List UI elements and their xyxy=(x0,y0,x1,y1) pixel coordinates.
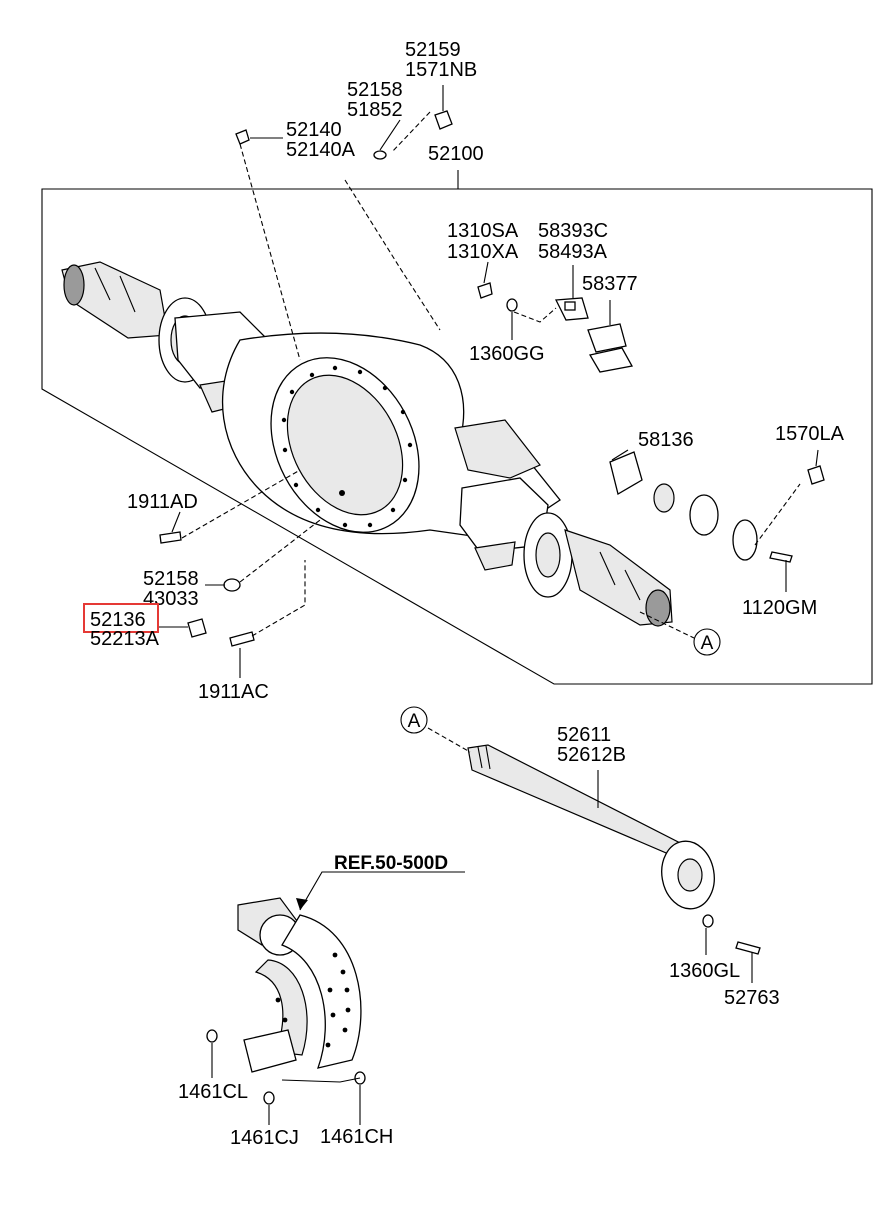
bolt-1120gm xyxy=(769,551,793,563)
callout-a-upper: A xyxy=(693,628,721,656)
fitting-1570la xyxy=(807,465,825,485)
bracket-58393c xyxy=(554,297,589,321)
label-1461cj: 1461CJ xyxy=(230,1127,299,1149)
label-52158-low: 52158 xyxy=(143,568,199,590)
axle-housing xyxy=(61,261,673,627)
label-52136[interactable]: 52136 xyxy=(90,609,146,631)
gasket-58136 xyxy=(609,451,758,561)
label-52100: 52100 xyxy=(428,143,484,165)
label-1911ad: 1911AD xyxy=(127,491,198,513)
brake-shoe xyxy=(206,897,366,1105)
label-43033: 43033 xyxy=(143,588,199,610)
label-52159: 52159 xyxy=(405,39,461,61)
leader-lines xyxy=(158,85,819,1125)
label-58393c: 58393C xyxy=(538,220,608,242)
drain-plug-52159 xyxy=(434,110,453,130)
plug-52136 xyxy=(187,618,207,638)
label-1911ac: 1911AC xyxy=(198,681,269,703)
label-52763: 52763 xyxy=(724,987,780,1009)
washer-52158-low xyxy=(223,578,241,592)
label-1461cl: 1461CL xyxy=(178,1081,248,1103)
highlight-box xyxy=(83,603,159,633)
svg-text:A: A xyxy=(701,633,714,654)
clip-58377 xyxy=(587,323,634,373)
label-1310sa: 1310SA xyxy=(447,220,519,242)
axle-shaft xyxy=(467,744,761,955)
label-1571nb: 1571NB xyxy=(405,59,477,81)
bolt-1911ad xyxy=(159,531,182,544)
washer-52158-top xyxy=(373,150,387,160)
label-52158-top: 52158 xyxy=(347,79,403,101)
label-58493a: 58493A xyxy=(538,241,608,263)
label-52611: 52611 xyxy=(557,724,611,746)
label-58377: 58377 xyxy=(582,273,638,295)
label-1570la: 1570LA xyxy=(775,423,845,445)
label-52612b: 52612B xyxy=(557,744,626,766)
label-1461ch: 1461CH xyxy=(320,1126,393,1148)
label-52140a: 52140A xyxy=(286,139,356,161)
breather-52140 xyxy=(235,129,250,145)
washer-1360gg xyxy=(506,298,518,312)
callout-a-lower: A xyxy=(400,706,428,734)
svg-text:A: A xyxy=(408,711,421,732)
label-52140: 52140 xyxy=(286,119,342,141)
label-52213a: 52213A xyxy=(90,628,160,650)
label-1360gg: 1360GG xyxy=(469,343,545,365)
nut-1310sa xyxy=(477,282,493,299)
label-1360gl: 1360GL xyxy=(669,960,740,982)
label-58136: 58136 xyxy=(638,429,694,451)
assembly-frame xyxy=(41,188,873,685)
label-1120gm: 1120GM xyxy=(742,597,817,619)
label-51852: 51852 xyxy=(347,99,403,121)
label-ref-50-500d: REF.50-500D xyxy=(334,853,448,874)
bolt-1911ac xyxy=(229,631,255,647)
label-1310xa: 1310XA xyxy=(447,241,519,263)
